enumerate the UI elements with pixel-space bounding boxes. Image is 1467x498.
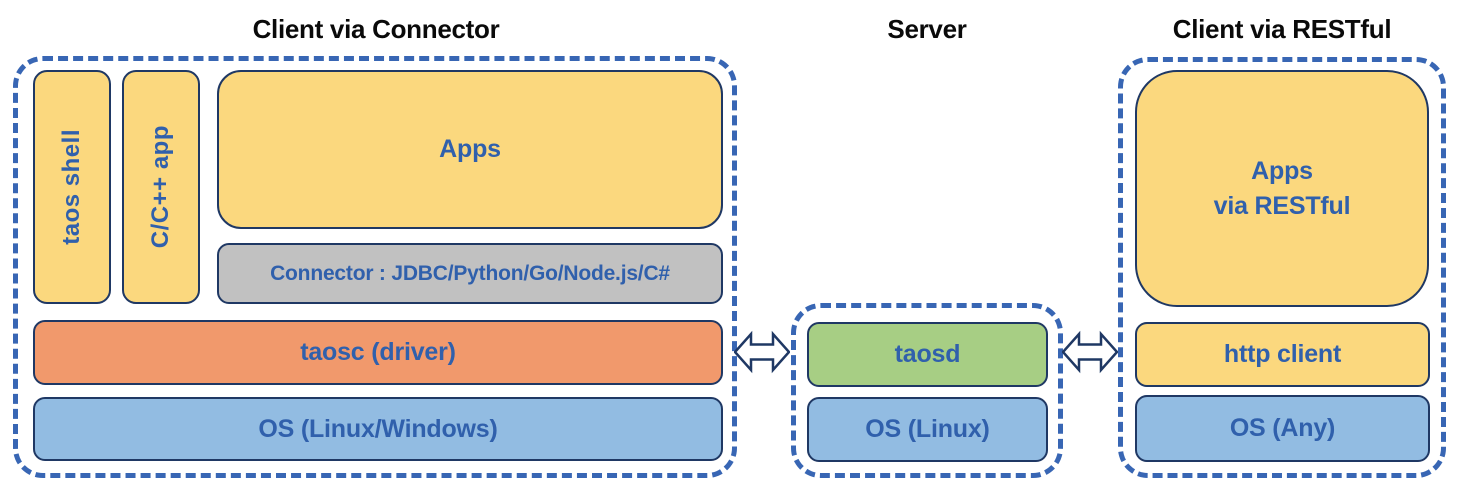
server-group-border — [791, 303, 1063, 478]
section-title-restful-client: Client via RESTful — [1172, 14, 1392, 44]
apps-label: Apps — [439, 135, 501, 163]
connector-label: Connector : JDBC/Python/Go/Node.js/C# — [270, 261, 670, 285]
taos-shell-box: taos shell — [33, 70, 111, 304]
taosc-driver-box: taosc (driver) — [33, 320, 723, 385]
bidirectional-arrow-icon — [1062, 330, 1118, 374]
taosd-box: taosd — [807, 322, 1048, 387]
section-title-connector-client: Client via Connector — [252, 14, 500, 44]
os-any-box: OS (Any) — [1135, 395, 1430, 462]
os-linux-label: OS (Linux) — [865, 415, 990, 443]
restful-client-group-border — [1118, 57, 1446, 478]
bidirectional-arrow-icon — [734, 330, 790, 374]
apps-via-restful-line2: via RESTful — [1213, 191, 1351, 220]
apps-box: Apps — [217, 70, 723, 229]
os-linux-windows-box: OS (Linux/Windows) — [33, 397, 723, 461]
apps-via-restful-line1: Apps — [1251, 156, 1313, 185]
os-linux-box: OS (Linux) — [807, 397, 1048, 462]
os-linux-windows-label: OS (Linux/Windows) — [258, 414, 498, 443]
http-client-label: http client — [1223, 340, 1342, 368]
connector-client-group-border — [13, 56, 737, 478]
apps-via-restful-label: Apps via RESTful — [1214, 154, 1351, 224]
taosd-label: taosd — [894, 340, 961, 368]
apps-via-restful-box: Apps via RESTful — [1135, 70, 1429, 307]
http-client-box: http client — [1135, 322, 1430, 387]
taosc-driver-label: taosc (driver) — [300, 338, 456, 366]
cpp-app-box: C/C++ app — [122, 70, 200, 304]
os-any-label: OS (Any) — [1229, 414, 1336, 442]
connector-box: Connector : JDBC/Python/Go/Node.js/C# — [217, 243, 723, 304]
taos-shell-label: taos shell — [58, 129, 85, 245]
cpp-app-label: C/C++ app — [147, 125, 174, 249]
section-title-server: Server — [887, 14, 967, 44]
